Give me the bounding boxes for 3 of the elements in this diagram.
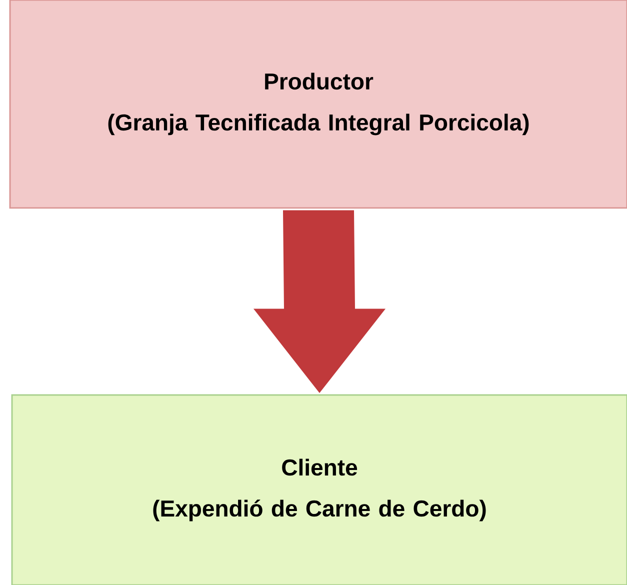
text-box: Productor (Granja Tecnificada Integral Porcicola): [9, 0, 627, 209]
text-box: Cliente (Expendió de Carne de Cerdo): [11, 394, 627, 585]
block-arrow: [253, 210, 386, 394]
